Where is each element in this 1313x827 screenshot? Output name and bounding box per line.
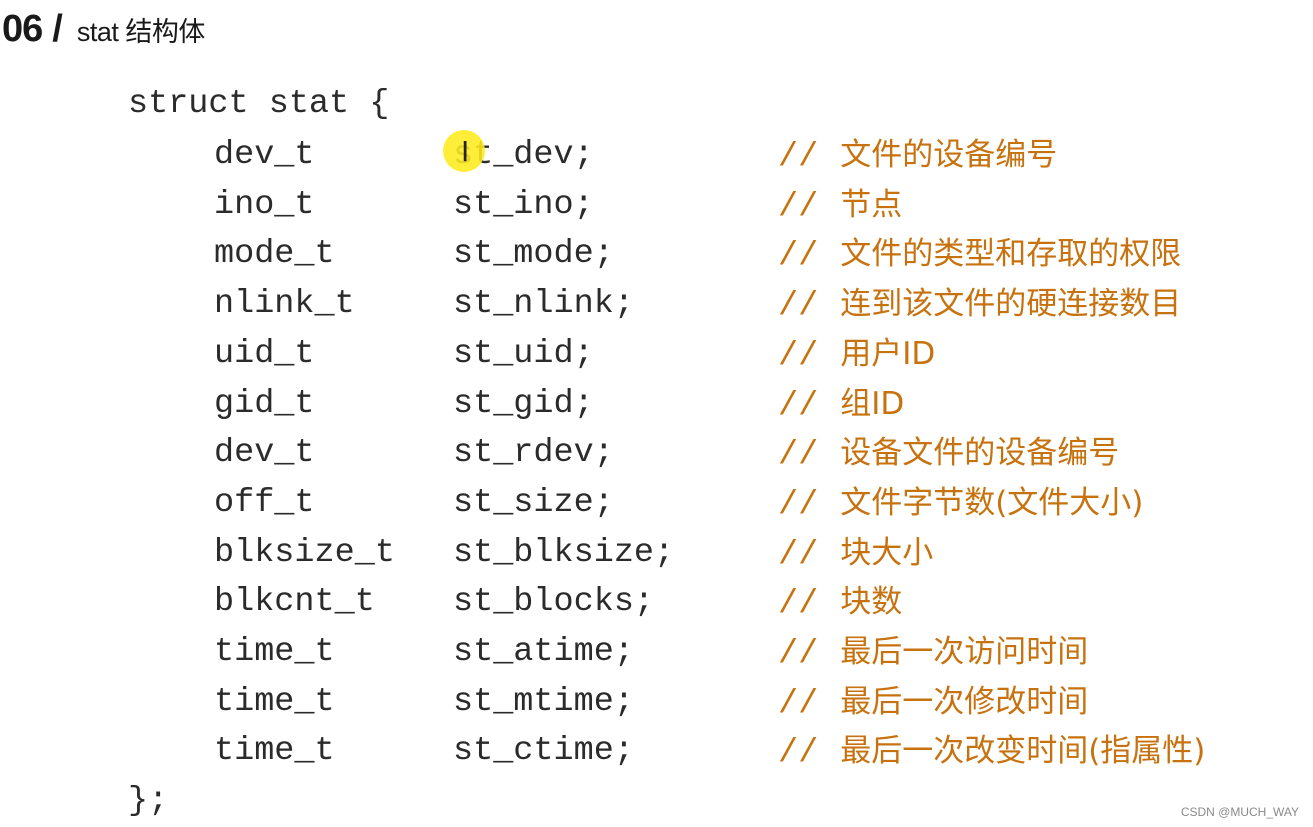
struct-close: }; [128, 782, 169, 820]
comment-marker: // [778, 635, 819, 673]
field-name: st_size; [453, 483, 614, 522]
comment-text: 文件的类型和存取的权限 [840, 236, 1182, 273]
struct-field-row: blksize_t st_blksize; // 块大小 [0, 530, 1313, 576]
field-comment: // 连到该文件的硬连接数目 [778, 281, 1181, 327]
cursor-highlight [443, 130, 485, 172]
field-comment: // 文件的设备编号 [778, 132, 1057, 178]
field-type: uid_t [214, 334, 315, 373]
comment-marker: // [778, 187, 819, 226]
comment-marker: // [778, 734, 819, 773]
comment-marker: // [778, 535, 819, 574]
comment-text: 组ID [840, 385, 905, 422]
comment-marker: // [778, 237, 819, 276]
struct-field-row: uid_t st_uid; // 用户ID [0, 331, 1313, 377]
field-type: nlink_t [214, 285, 355, 324]
field-type: dev_t [214, 434, 315, 473]
field-name: st_blocks; [453, 583, 655, 622]
field-comment: // 最后一次访问时间 [778, 629, 1088, 675]
field-comment: // 块数 [778, 579, 902, 625]
field-type: ino_t [214, 185, 315, 224]
field-comment: // 设备文件的设备编号 [778, 430, 1119, 476]
comment-text: 用户ID [840, 335, 936, 372]
field-comment: // 最后一次改变时间(指属性) [778, 728, 1205, 774]
field-type: blksize_t [214, 533, 395, 572]
field-comment: // 块大小 [778, 530, 933, 576]
comment-marker: // [778, 336, 819, 375]
title-separator: / [52, 8, 63, 50]
struct-field-row: time_t st_mtime; // 最后一次修改时间 [0, 679, 1313, 725]
comment-text: 块大小 [840, 534, 934, 571]
comment-text: 文件的设备编号 [840, 137, 1058, 173]
comment-text: 最后一次访问时间 [840, 634, 1089, 670]
field-name: st_nlink; [453, 285, 634, 324]
field-type: gid_t [214, 384, 315, 423]
field-name: st_ino; [453, 185, 594, 224]
comment-marker: // [778, 287, 819, 326]
struct-field-row: ino_t st_ino; // 节点 [0, 182, 1313, 228]
section-number: 06 [2, 8, 43, 50]
field-type: time_t [214, 732, 335, 771]
comment-text: 最后一次修改时间 [840, 683, 1089, 720]
struct-field-row: time_t st_ctime; // 最后一次改变时间(指属性) [0, 728, 1313, 774]
comment-marker: // [778, 585, 819, 624]
struct-field-row: dev_t st_rdev; // 设备文件的设备编号 [0, 430, 1313, 476]
field-name: st_mode; [453, 235, 614, 274]
comment-marker: // [778, 485, 819, 524]
field-type: blkcnt_t [214, 583, 375, 622]
field-comment: // 组ID [778, 381, 904, 427]
comment-text: 最后一次改变时间(指属性) [840, 733, 1206, 770]
field-type: time_t [214, 682, 335, 721]
slide-title: 06 / stat 结构体 [2, 8, 205, 52]
field-name: st_gid; [453, 384, 594, 423]
comment-text: 块数 [840, 584, 903, 621]
field-comment: // 文件的类型和存取的权限 [778, 231, 1181, 277]
struct-field-row: mode_t st_mode; // 文件的类型和存取的权限 [0, 231, 1313, 277]
comment-marker: // [778, 684, 819, 723]
field-name: st_ctime; [453, 732, 634, 771]
comment-text: 设备文件的设备编号 [840, 435, 1120, 472]
field-comment: // 文件字节数(文件大小) [778, 480, 1143, 526]
field-type: mode_t [214, 235, 335, 274]
comment-marker: // [778, 436, 819, 475]
comment-marker: // [778, 386, 819, 425]
struct-field-row: blkcnt_t st_blocks; // 块数 [0, 579, 1313, 625]
comment-text: 节点 [840, 186, 903, 223]
field-name: st_rdev; [453, 434, 614, 473]
field-comment: // 用户ID [778, 331, 935, 377]
field-comment: // 节点 [778, 182, 902, 228]
title-text: stat 结构体 [76, 17, 206, 47]
field-name: st_blksize; [453, 533, 675, 572]
struct-field-row: gid_t st_gid; // 组ID [0, 381, 1313, 427]
struct-field-row: off_t st_size; // 文件字节数(文件大小) [0, 480, 1313, 526]
struct-open: struct stat { [128, 85, 390, 123]
field-name: st_uid; [453, 334, 594, 373]
i-beam-cursor-icon: I [461, 135, 470, 168]
field-type: dev_t [214, 136, 315, 174]
field-name: st_atime; [453, 633, 634, 671]
comment-marker: // [778, 138, 819, 176]
watermark: CSDN @MUCH_WAY [1180, 805, 1299, 819]
field-name: st_mtime; [453, 682, 634, 721]
comment-text: 连到该文件的硬连接数目 [840, 286, 1182, 323]
struct-field-row: nlink_t st_nlink; // 连到该文件的硬连接数目 [0, 281, 1313, 327]
field-comment: // 最后一次修改时间 [778, 679, 1088, 725]
comment-text: 文件字节数(文件大小) [840, 484, 1144, 521]
field-type: off_t [214, 483, 315, 522]
struct-field-row: time_t st_atime; // 最后一次访问时间 [0, 629, 1313, 675]
field-type: time_t [214, 633, 335, 671]
